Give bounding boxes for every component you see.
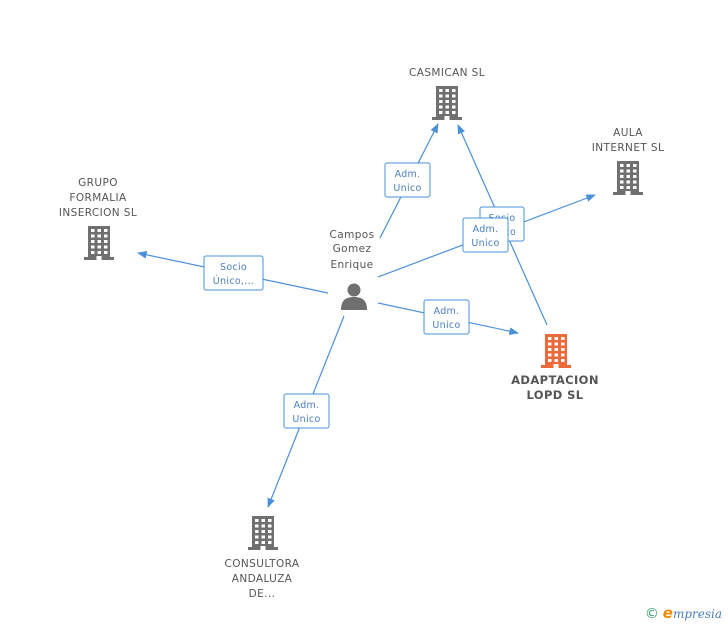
node-label-line: LOPD SL: [526, 388, 583, 402]
edge-label-to-casmican[interactable]: Adm. Unico: [384, 162, 431, 198]
node-label-line: GRUPO: [78, 177, 118, 189]
edge-label-to-grupo[interactable]: Socio Único,...: [203, 255, 264, 291]
edge-label-line: Socio: [220, 262, 247, 273]
node-consultora[interactable]: CONSULTORA ANDALUZA DE...: [225, 516, 300, 600]
edge-label-line: Adm.: [294, 400, 320, 411]
brand-logo-e: e: [662, 604, 673, 622]
node-label-line: ANDALUZA: [232, 573, 293, 585]
edge-label-line: Adm.: [473, 224, 499, 235]
edge-label-line: Único,...: [213, 275, 254, 287]
node-label-line: INSERCION SL: [59, 207, 137, 219]
node-aula[interactable]: AULA INTERNET SL: [592, 127, 664, 195]
edge-label-line: Unico: [393, 183, 421, 194]
edge-label-line: Unico: [432, 320, 460, 331]
node-label-line: FORMALIA: [69, 192, 127, 204]
copyright-icon: ©: [644, 606, 659, 622]
node-casmican[interactable]: CASMICAN SL: [409, 67, 485, 120]
node-label-line: DE...: [249, 588, 276, 600]
node-label-line: AULA: [613, 127, 643, 139]
edge-label-line: Adm.: [434, 306, 460, 317]
node-label-line: CONSULTORA: [225, 558, 300, 570]
edges: [137, 123, 596, 508]
building-icon: [541, 334, 571, 368]
node-grupo[interactable]: GRUPO FORMALIA INSERCION SL: [59, 177, 137, 260]
node-label-line: INTERNET SL: [592, 142, 664, 154]
node-person[interactable]: Campos Gomez Enrique: [330, 229, 375, 310]
node-adaptacion[interactable]: ADAPTACION LOPD SL: [511, 334, 599, 402]
edge-label-to-aula[interactable]: Adm. Unico: [462, 217, 509, 253]
node-label-line: Gomez: [333, 243, 372, 255]
brand-footer[interactable]: © empresia: [645, 604, 722, 622]
edge-label-line: Adm.: [395, 169, 421, 180]
building-icon: [432, 86, 462, 120]
edge-label-to-adaptacion[interactable]: Adm. Unico: [423, 299, 470, 335]
edge-label-to-consultora[interactable]: Adm. Unico: [283, 393, 330, 429]
person-icon: [341, 283, 367, 310]
node-label-line: ADAPTACION: [511, 373, 599, 387]
node-label-line: Campos: [330, 229, 375, 241]
node-label-line: CASMICAN SL: [409, 67, 485, 79]
node-label-line: Enrique: [330, 259, 373, 271]
building-icon: [84, 226, 114, 260]
edge-label-line: Unico: [471, 238, 499, 249]
building-icon: [613, 161, 643, 195]
building-icon: [248, 516, 278, 550]
edge-label-line: Unico: [292, 414, 320, 425]
brand-logo-text: mpresia: [672, 607, 722, 621]
